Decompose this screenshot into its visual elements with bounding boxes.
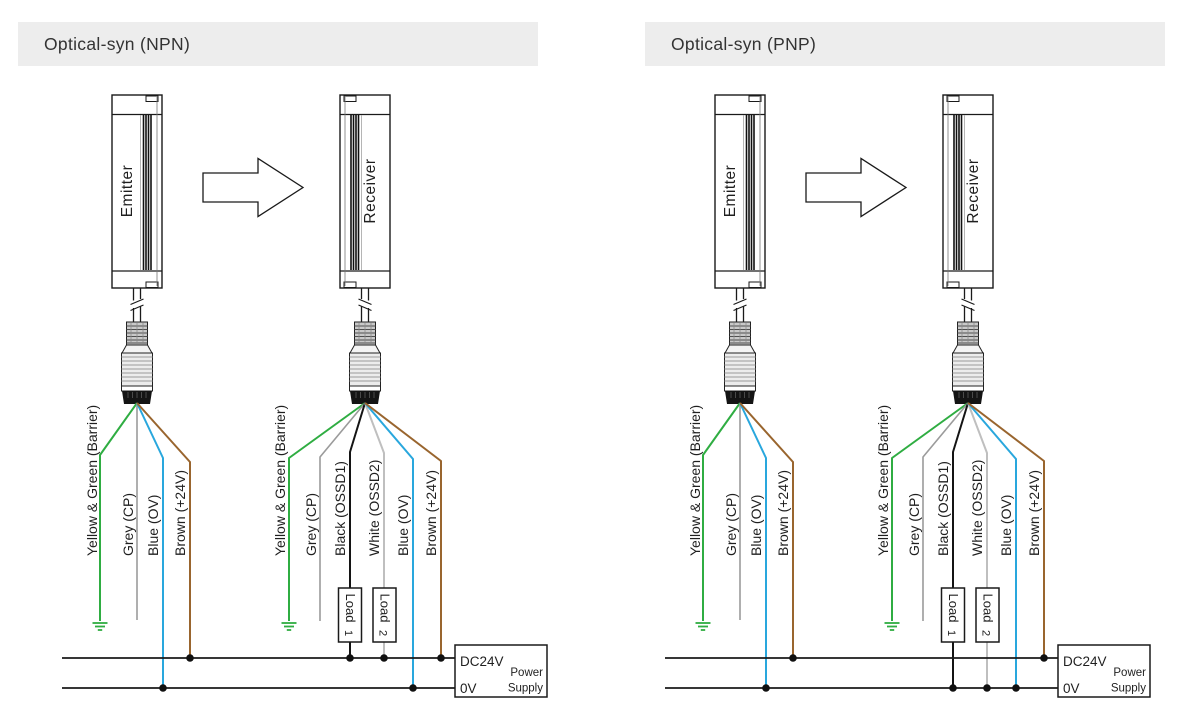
load1-label: Load xyxy=(343,594,358,623)
junction-dot xyxy=(159,684,167,692)
receiver-connector xyxy=(952,321,984,405)
wire-label: Yellow & Green (Barrier) xyxy=(875,405,891,556)
junction-dot xyxy=(949,684,957,692)
beam-arrow-icon xyxy=(805,157,907,218)
section-title-npn: Optical-syn (NPN) xyxy=(18,22,538,66)
load1-label: Load xyxy=(946,594,961,623)
wire-receiver-yellow-green xyxy=(288,402,366,621)
wire-receiver-white xyxy=(967,402,988,588)
power-supply-box: DC24V 0V Power Supply xyxy=(1057,644,1151,698)
ps-power-label: Power xyxy=(510,667,543,679)
junction-dot xyxy=(380,654,388,662)
wire-receiver-grey xyxy=(319,402,366,621)
wire-label: Grey (CP) xyxy=(120,493,136,556)
junction-dot xyxy=(346,654,354,662)
junction-dot xyxy=(1040,654,1048,662)
wire-label: Yellow & Green (Barrier) xyxy=(272,405,288,556)
ps-supply-label: Supply xyxy=(1111,683,1146,695)
load2-box: Load 2 xyxy=(975,587,1000,643)
wire-label: Blue (OV) xyxy=(145,495,161,556)
junction-dot xyxy=(186,654,194,662)
receiver-label: Receiver xyxy=(362,158,379,223)
wire-label: White (OSSD2) xyxy=(366,460,382,556)
diagram-pnp: Emitter Receiver Yellow & Green (Barrier… xyxy=(665,94,1151,698)
wire-label: Black (OSSD1) xyxy=(332,461,348,556)
wire-emitter-brown xyxy=(739,402,794,658)
section-title-npn-text: Optical-syn (NPN) xyxy=(44,33,191,54)
wire-label: White (OSSD2) xyxy=(969,460,985,556)
junction-dot xyxy=(437,654,445,662)
wire-emitter-brown xyxy=(136,402,191,658)
ground-icon xyxy=(280,622,298,631)
wire-label: Blue (OV) xyxy=(998,495,1014,556)
wire-label: Blue (OV) xyxy=(395,495,411,556)
junction-dot xyxy=(983,684,991,692)
load2-box: Load 2 xyxy=(372,587,397,643)
wire-label: Brown (+24V) xyxy=(172,470,188,556)
junction-dot xyxy=(1012,684,1020,692)
diagram-npn: Emitter Receiver Yellow & Green (Barrier… xyxy=(62,94,548,698)
wire-label: Blue (OV) xyxy=(748,495,764,556)
load1-box: Load 1 xyxy=(337,587,363,643)
ps-0v-label: 0V xyxy=(1063,681,1080,696)
emitter-label: Emitter xyxy=(722,165,739,218)
load2-number: 2 xyxy=(980,630,992,636)
load1-number: 1 xyxy=(945,630,957,636)
ps-0v-label: 0V xyxy=(460,681,477,696)
load1-box: Load 1 xyxy=(940,587,966,643)
ground-icon xyxy=(883,622,901,631)
wire-label: Brown (+24V) xyxy=(1026,470,1042,556)
wire-receiver-brown xyxy=(967,402,1045,658)
wire-label: Yellow & Green (Barrier) xyxy=(687,405,703,556)
ground-icon xyxy=(694,622,712,631)
emitter-connector xyxy=(121,321,153,405)
section-title-pnp-text: Optical-syn (PNP) xyxy=(671,33,817,54)
junction-dot xyxy=(762,684,770,692)
junction-dot xyxy=(409,684,417,692)
wire-emitter-yellow-green xyxy=(99,402,138,621)
wire-receiver-black xyxy=(952,402,969,588)
ps-supply-label: Supply xyxy=(508,683,543,695)
wire-label: Grey (CP) xyxy=(723,493,739,556)
wire-receiver-brown xyxy=(364,402,442,658)
load2-number: 2 xyxy=(377,630,389,636)
wire-receiver-grey xyxy=(922,402,969,621)
wire-label: Brown (+24V) xyxy=(775,470,791,556)
wire-label: Brown (+24V) xyxy=(423,470,439,556)
wire-receiver-white xyxy=(364,402,385,588)
wire-label: Black (OSSD1) xyxy=(935,461,951,556)
emitter-label: Emitter xyxy=(119,165,136,218)
receiver-label: Receiver xyxy=(965,158,982,223)
load2-label: Load xyxy=(378,594,393,623)
wire-label: Yellow & Green (Barrier) xyxy=(84,405,100,556)
ps-dc24v-label: DC24V xyxy=(460,654,504,669)
wire-receiver-blue xyxy=(364,402,414,688)
load1-number: 1 xyxy=(342,630,354,636)
power-supply-box: DC24V 0V Power Supply xyxy=(454,644,548,698)
section-title-pnp: Optical-syn (PNP) xyxy=(645,22,1165,66)
wire-label: Grey (CP) xyxy=(906,493,922,556)
beam-arrow-icon xyxy=(202,157,304,218)
junction-dot xyxy=(789,654,797,662)
load2-label: Load xyxy=(981,594,996,623)
wire-receiver-blue xyxy=(967,402,1017,688)
wire-emitter-blue xyxy=(739,402,767,688)
ps-dc24v-label: DC24V xyxy=(1063,654,1107,669)
ps-power-label: Power xyxy=(1113,667,1146,679)
receiver-connector xyxy=(349,321,381,405)
wire-emitter-yellow-green xyxy=(702,402,741,621)
wire-emitter-blue xyxy=(136,402,164,688)
wire-receiver-yellow-green xyxy=(891,402,969,621)
wire-receiver-black xyxy=(349,402,366,588)
emitter-connector xyxy=(724,321,756,405)
wire-label: Grey (CP) xyxy=(303,493,319,556)
ground-icon xyxy=(91,622,109,631)
